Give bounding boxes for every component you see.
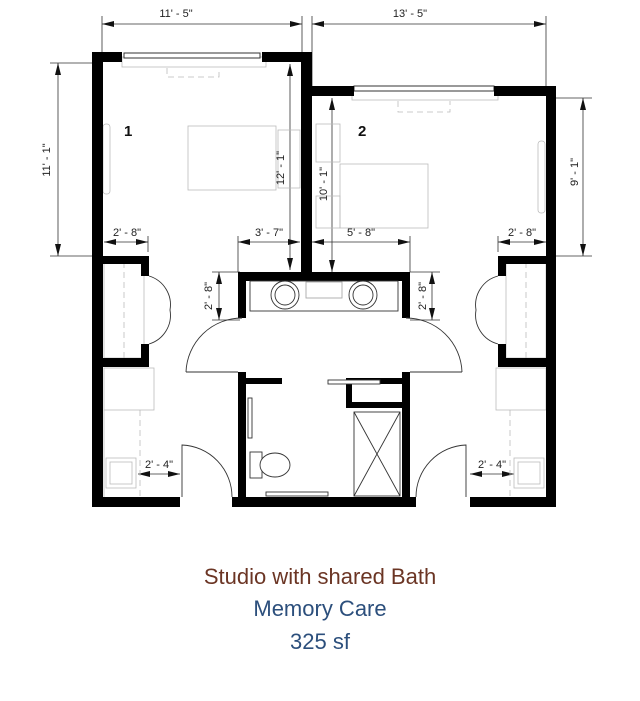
window-room-2	[353, 85, 495, 92]
dimension-arrows	[55, 21, 586, 477]
dim-top-right: 13' - 5"	[393, 8, 427, 20]
dim-room2-offset: 5' - 8"	[347, 227, 375, 239]
entry-door-room-1	[181, 444, 233, 498]
dim-room1-inner: 12' - 1"	[275, 151, 287, 185]
plan-title: Studio with shared Bath	[203, 564, 437, 589]
door-right-bath	[405, 317, 463, 373]
dim-room1-offset: 3' - 7"	[255, 227, 283, 239]
dim-room1-sink: 2' - 4"	[145, 459, 173, 471]
toilet	[259, 452, 291, 478]
window-room-1	[123, 52, 261, 59]
bed-room-1	[187, 125, 277, 191]
dim-top-left: 11' - 5"	[159, 8, 192, 20]
fixtures	[247, 280, 401, 497]
dim-room2-sink: 2' - 4"	[478, 459, 506, 471]
room-number-1: 1	[124, 123, 132, 140]
plan-subtitle: Memory Care	[253, 596, 387, 621]
dim-vanity-right: 2' - 8"	[417, 282, 429, 310]
dim-right-vertical: 9' - 1"	[569, 158, 581, 186]
door-swings	[148, 275, 499, 498]
dim-room2-closet: 2' - 8"	[508, 227, 536, 239]
floor-plan: 11' - 5" 13' - 5" 11' - 1" 9' - 1" 12' -…	[41, 6, 592, 507]
closet-door-room-2	[475, 275, 499, 345]
room-number-2: 2	[358, 123, 366, 140]
bed-room-2	[339, 163, 429, 229]
closet-door-room-1	[148, 275, 171, 345]
dimension-lines	[50, 16, 592, 475]
door-left-bath	[185, 317, 243, 373]
dim-left-vertical: 11' - 1"	[41, 143, 53, 176]
dim-room2-inner: 10' - 1"	[318, 167, 330, 201]
entry-door-room-2	[415, 444, 467, 498]
walls	[92, 52, 556, 507]
dim-vanity-left: 2' - 8"	[203, 282, 215, 310]
dim-room1-closet: 2' - 8"	[113, 227, 141, 239]
plan-area: 325 sf	[290, 629, 350, 654]
